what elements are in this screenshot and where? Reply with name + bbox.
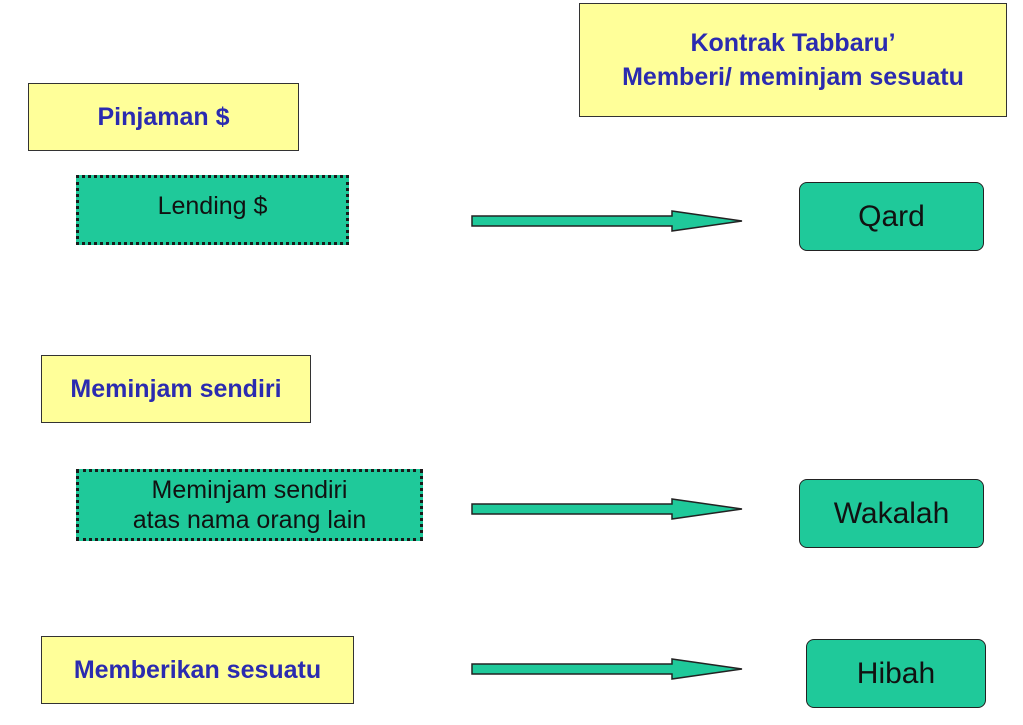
contract-hibah-label: Hibah <box>856 656 936 690</box>
contract-qard: Qard <box>799 182 984 251</box>
contract-header-line1: Kontrak Tabbaru’ <box>690 29 896 57</box>
contract-wakalah-label: Wakalah <box>833 496 950 530</box>
arrow-right-icon <box>471 498 743 520</box>
arrow-right-icon <box>471 210 743 232</box>
category-pinjaman: Pinjaman $ <box>28 83 299 151</box>
category-pinjaman-label: Pinjaman $ <box>97 102 230 131</box>
contract-qard-label: Qard <box>858 199 925 233</box>
category-memberikan-sesuatu: Memberikan sesuatu <box>41 636 354 704</box>
category-meminjam-sendiri-label: Meminjam sendiri <box>70 374 282 403</box>
activity-lending-label: Lending $ <box>157 191 268 220</box>
contract-header-line2: Memberi/ meminjam sesuatu <box>622 63 964 91</box>
activity-meminjam-atas-nama-line1: Meminjam sendiri <box>151 476 348 504</box>
category-meminjam-sendiri: Meminjam sendiri <box>41 355 311 423</box>
arrow-right-icon <box>471 658 743 680</box>
activity-lending: Lending $ <box>76 175 349 245</box>
contract-wakalah: Wakalah <box>799 479 984 548</box>
activity-meminjam-atas-nama-line2: atas nama orang lain <box>132 506 367 534</box>
contract-header-box: Kontrak Tabbaru’ Memberi/ meminjam sesua… <box>579 3 1007 117</box>
category-memberikan-sesuatu-label: Memberikan sesuatu <box>73 655 322 684</box>
activity-meminjam-atas-nama: Meminjam sendiri atas nama orang lain <box>76 469 423 541</box>
contract-hibah: Hibah <box>806 639 986 708</box>
